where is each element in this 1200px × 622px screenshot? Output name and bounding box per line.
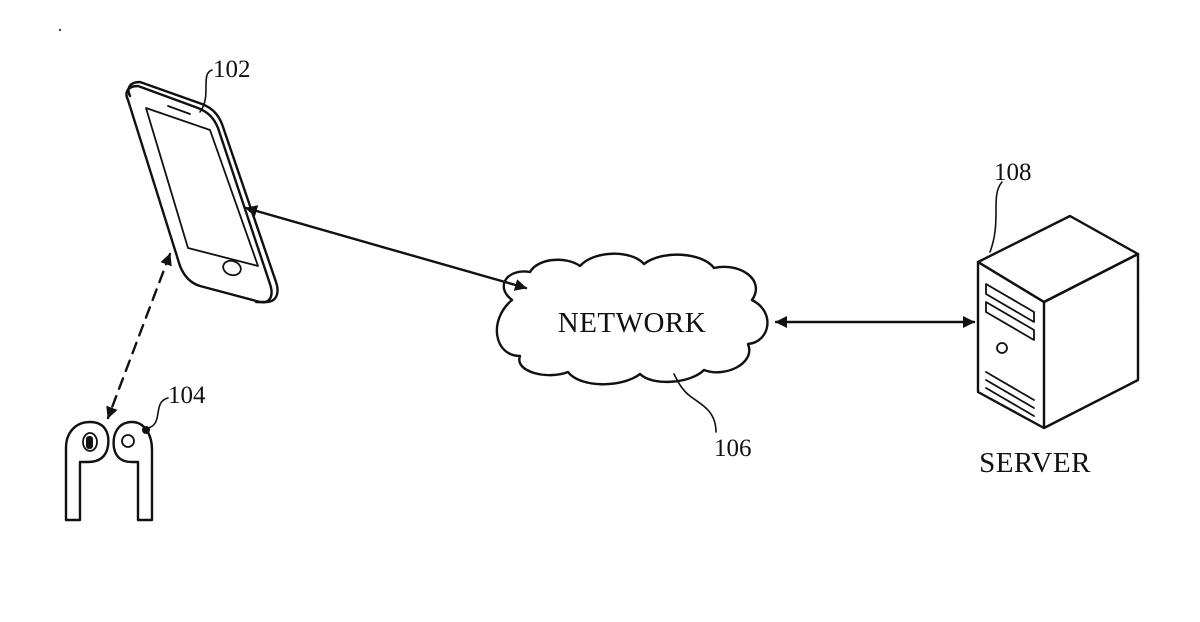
cloud-icon	[495, 252, 769, 386]
smartphone-icon	[125, 80, 279, 304]
scan-speck	[58, 28, 62, 32]
network-label: NETWORK	[558, 307, 706, 339]
network-ref-leader	[673, 373, 717, 433]
server-label: SERVER	[979, 447, 1091, 479]
earbuds-phone-wireless-link	[106, 252, 172, 420]
phone-network-link	[244, 205, 528, 291]
phone-ref-leader	[199, 69, 213, 113]
server-tower-icon	[976, 214, 1140, 430]
earbuds-ref-label: 104	[168, 382, 206, 409]
earbuds-icon	[64, 420, 154, 522]
phone-ref-label: 102	[213, 56, 251, 83]
network-ref-label: 106	[714, 435, 752, 462]
server-ref-label: 108	[994, 159, 1032, 186]
earbuds-ref-leader	[147, 397, 169, 429]
right-earbud	[112, 420, 154, 522]
left-earbud	[64, 420, 110, 522]
server-ref-leader	[989, 181, 1003, 253]
